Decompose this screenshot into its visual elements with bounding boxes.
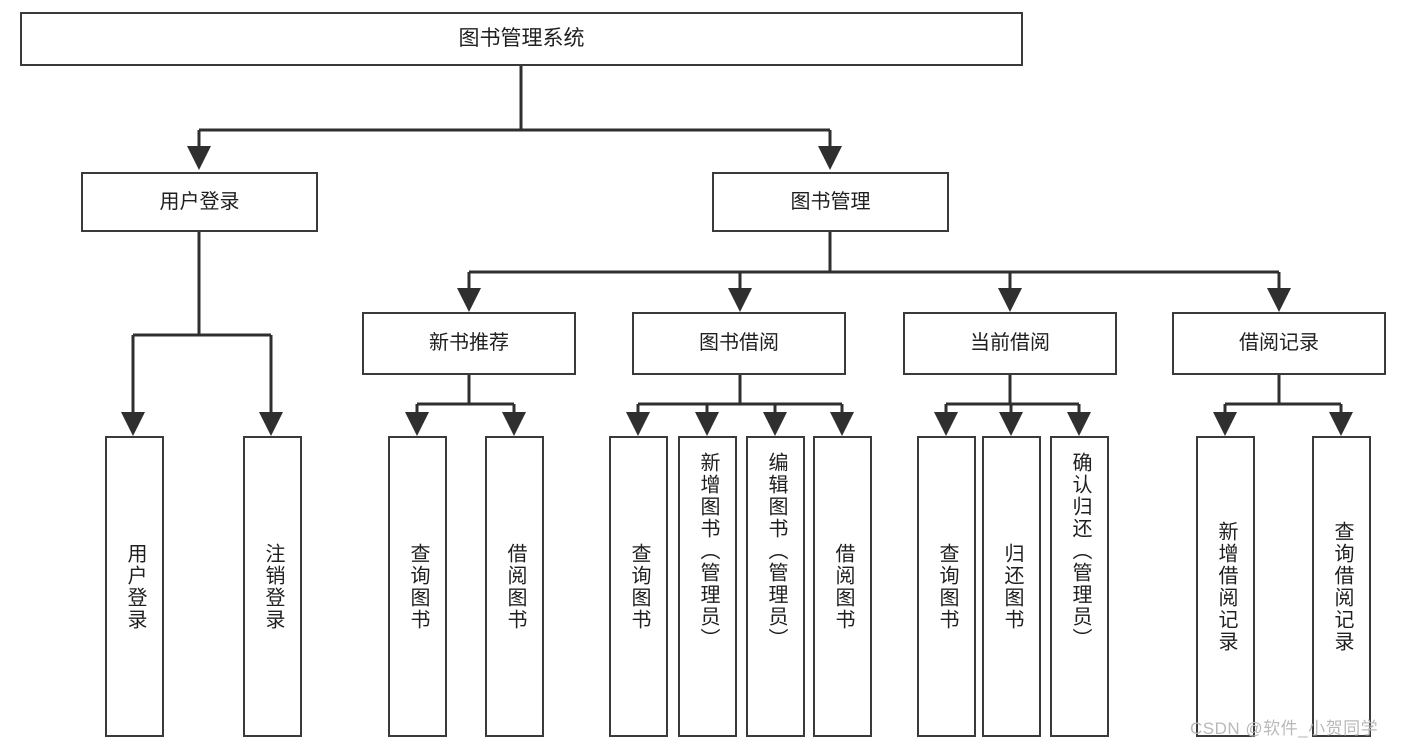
- node-book-manage[interactable]: 图书管理: [712, 172, 949, 232]
- node-user-login[interactable]: 用户登录: [81, 172, 318, 232]
- node-borrow-record[interactable]: 借阅记录: [1172, 312, 1386, 375]
- leaf-edit-book-admin[interactable]: 编辑图书（管理员）: [746, 436, 805, 737]
- leaf-return-book[interactable]: 归还图书: [982, 436, 1041, 737]
- leaf-query-book-current[interactable]: 查询图书: [917, 436, 976, 737]
- leaf-confirm-return-admin[interactable]: 确认归还（管理员）: [1050, 436, 1109, 737]
- leaf-query-book-borrow[interactable]: 查询图书: [609, 436, 668, 737]
- node-current-borrow[interactable]: 当前借阅: [903, 312, 1117, 375]
- leaf-user-login[interactable]: 用户登录: [105, 436, 164, 737]
- leaf-query-borrow-record[interactable]: 查询借阅记录: [1312, 436, 1371, 737]
- leaf-query-book-recommend[interactable]: 查询图书: [388, 436, 447, 737]
- csdn-watermark: CSDN @软件_小贺同学: [1190, 719, 1379, 738]
- leaf-add-borrow-record[interactable]: 新增借阅记录: [1196, 436, 1255, 737]
- node-root-system[interactable]: 图书管理系统: [20, 12, 1023, 66]
- leaf-logout-login[interactable]: 注销登录: [243, 436, 302, 737]
- leaf-add-book-admin[interactable]: 新增图书（管理员）: [678, 436, 737, 737]
- node-new-book-recommend[interactable]: 新书推荐: [362, 312, 576, 375]
- node-book-borrow[interactable]: 图书借阅: [632, 312, 846, 375]
- leaf-borrow-book-borrow[interactable]: 借阅图书: [813, 436, 872, 737]
- leaf-borrow-book-recommend[interactable]: 借阅图书: [485, 436, 544, 737]
